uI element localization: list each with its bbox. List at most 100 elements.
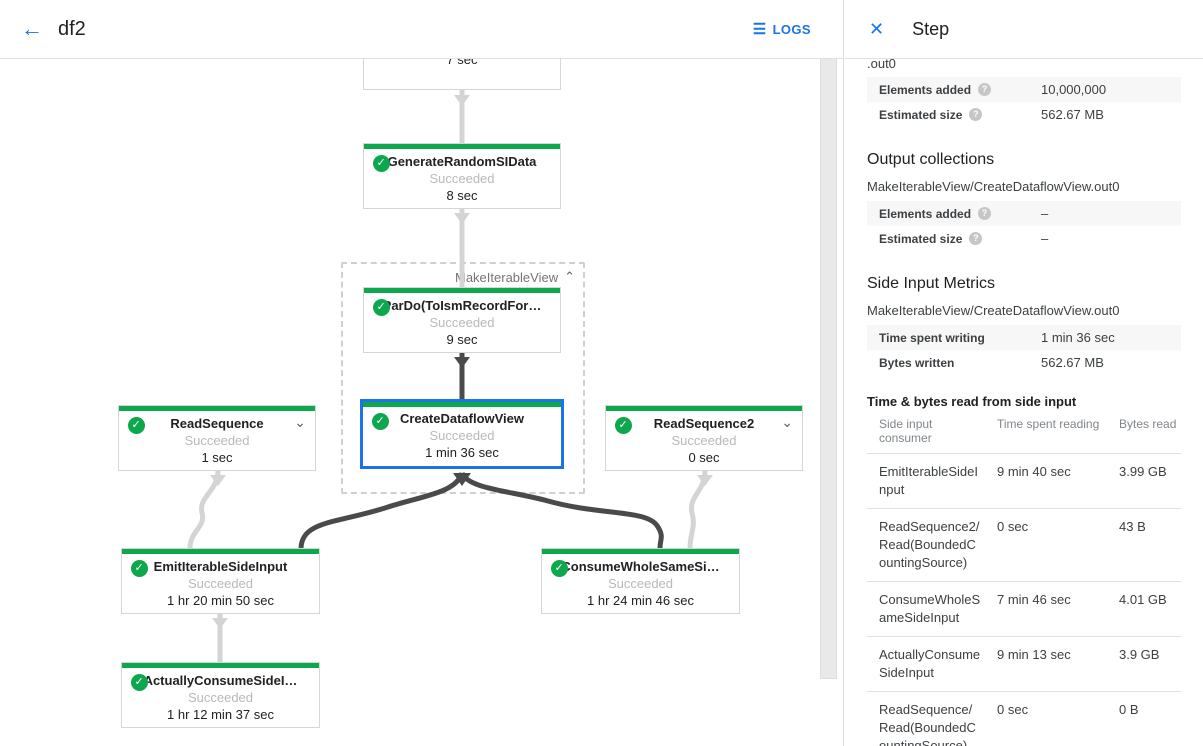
status-bar <box>364 144 560 149</box>
expand-chevron-icon[interactable] <box>781 415 793 429</box>
pipeline-edges <box>187 59 713 662</box>
logs-button[interactable]: LOGS <box>753 22 811 37</box>
output-collections-heading: Output collections <box>867 151 995 168</box>
panel-title: Step <box>912 18 950 39</box>
expand-chevron-icon[interactable] <box>294 415 306 429</box>
output-metrics-group: Elements added – Estimated size – <box>867 201 1181 251</box>
bytes-cell: 43 B <box>1107 508 1181 582</box>
edge-readsequence2-to-consume <box>687 470 708 549</box>
side-input-consumers-table: Side input consumer Time spent reading B… <box>867 413 1181 746</box>
node-title: CreateDataflowView <box>399 411 525 426</box>
node-status: Succeeded <box>429 315 495 330</box>
time-cell: 9 min 13 sec <box>985 636 1107 692</box>
success-check-icon <box>551 560 568 577</box>
edge-arrow <box>210 475 226 486</box>
graph-node-actually-consume-side-input[interactable]: ActuallyConsumeSideI… Succeeded 1 hr 12 … <box>121 662 320 728</box>
graph-node-consume-whole-same-side-input[interactable]: ConsumeWholeSameSi… Succeeded 1 hr 24 mi… <box>541 548 740 614</box>
table-row: ReadSequence2/Read(BoundedCountingSource… <box>867 508 1181 582</box>
node-duration: 1 hr 24 min 46 sec <box>587 593 694 608</box>
help-icon[interactable] <box>969 232 983 245</box>
success-check-icon <box>373 155 390 172</box>
help-icon[interactable] <box>969 108 983 121</box>
edge-readsequence-to-emit <box>187 470 221 549</box>
job-title: df2 <box>58 17 86 40</box>
logs-button-label: LOGS <box>772 21 811 37</box>
status-bar <box>364 288 560 293</box>
graph-node-partial-top[interactable]: Succeeded 7 sec <box>363 59 561 90</box>
output-collection-name: MakeIterableView/CreateDataflowView.out0 <box>867 179 1120 194</box>
bytes-cell: 3.99 GB <box>1107 453 1181 509</box>
metric-label: Estimated size <box>879 107 963 122</box>
success-check-icon <box>372 413 389 430</box>
graph-node-emit-iterable-side-input[interactable]: EmitIterableSideInput Succeeded 1 hr 20 … <box>121 548 320 614</box>
vertical-scrollbar-thumb[interactable] <box>820 53 837 679</box>
node-duration: 1 hr 20 min 50 sec <box>167 593 274 608</box>
consumer-cell: ConsumeWholeSameSideInput <box>867 581 985 637</box>
side-input-metrics-heading: Side Input Metrics <box>867 275 996 292</box>
column-header: Time spent reading <box>985 413 1107 454</box>
node-title: ConsumeWholeSameSi… <box>561 559 720 574</box>
table-row: ActuallyConsumeSideInput 9 min 13 sec 3.… <box>867 636 1181 692</box>
pipeline-graph-canvas[interactable]: MakeIterableView <box>0 59 844 746</box>
graph-node-create-dataflow-view-selected[interactable]: CreateDataflowView Succeeded 1 min 36 se… <box>360 399 564 469</box>
help-icon[interactable] <box>978 207 992 220</box>
node-duration: 9 sec <box>446 332 478 347</box>
node-title: ParDo(ToIsmRecordFor… <box>382 298 542 313</box>
time-cell: 0 sec <box>985 691 1107 746</box>
metric-row: Estimated size – <box>867 226 1181 251</box>
status-bar <box>363 402 561 407</box>
consumer-cell: ReadSequence2/Read(BoundedCountingSource… <box>867 508 985 582</box>
status-bar <box>606 406 802 411</box>
success-check-icon <box>131 674 148 691</box>
metric-value: 1 min 36 sec <box>1041 330 1115 345</box>
metric-value: – <box>1041 206 1049 221</box>
edge-arrow <box>454 213 470 224</box>
graph-node-pardo-to-ism-record[interactable]: ParDo(ToIsmRecordFor… Succeeded 9 sec <box>363 287 561 353</box>
node-duration: 7 sec <box>446 59 478 67</box>
node-title: ReadSequence <box>170 416 264 431</box>
clipped-collection-name: .out0 <box>867 59 896 71</box>
status-bar <box>122 663 319 668</box>
table-row: ConsumeWholeSameSideInput 7 min 46 sec 4… <box>867 581 1181 637</box>
column-header: Side input consumer <box>867 413 985 454</box>
node-title: EmitIterableSideInput <box>153 559 288 574</box>
node-status: Succeeded <box>187 690 254 705</box>
group-header[interactable]: MakeIterableView <box>455 269 575 285</box>
bytes-cell: 4.01 GB <box>1107 581 1181 637</box>
node-duration: 1 min 36 sec <box>425 445 499 460</box>
logs-list-icon <box>753 22 767 37</box>
metric-label: Time spent writing <box>879 330 985 345</box>
edge-createview-to-consume <box>459 471 664 549</box>
node-title: ReadSequence2 <box>653 416 755 431</box>
success-check-icon <box>128 417 145 434</box>
edge-arrow <box>212 618 228 629</box>
node-duration: 1 sec <box>201 450 233 465</box>
table-header-row: Side input consumer Time spent reading B… <box>867 413 1181 454</box>
time-cell: 7 min 46 sec <box>985 581 1107 637</box>
edge-arrow <box>697 475 713 486</box>
side-input-metrics-group: Time spent writing 1 min 36 sec Bytes wr… <box>867 325 1181 375</box>
metric-label: Estimated size <box>879 231 963 246</box>
graph-node-read-sequence[interactable]: ReadSequence Succeeded 1 sec <box>118 405 316 471</box>
help-icon[interactable] <box>978 83 992 96</box>
node-duration: 0 sec <box>688 450 720 465</box>
panel-header: Step <box>845 0 1203 59</box>
metric-value: 562.67 MB <box>1041 107 1104 122</box>
success-check-icon <box>615 417 632 434</box>
metric-value: 562.67 MB <box>1041 355 1104 370</box>
table-row: EmitIterableSideInput 9 min 40 sec 3.99 … <box>867 453 1181 509</box>
status-bar <box>119 406 315 411</box>
table-row: ReadSequence/Read(BoundedCountingSource)… <box>867 691 1181 746</box>
group-label: MakeIterableView <box>455 269 559 285</box>
edge-arrow <box>454 95 470 106</box>
node-duration: 8 sec <box>446 188 478 203</box>
graph-node-generate-random-si-data[interactable]: GenerateRandomSIData Succeeded 8 sec <box>363 143 561 209</box>
close-icon[interactable] <box>869 19 884 40</box>
back-arrow-icon[interactable] <box>18 15 46 43</box>
metric-label: Elements added <box>879 206 972 221</box>
success-check-icon <box>131 560 148 577</box>
consumer-cell: EmitIterableSideInput <box>867 453 985 509</box>
graph-node-read-sequence2[interactable]: ReadSequence2 Succeeded 0 sec <box>605 405 803 471</box>
node-title: ActuallyConsumeSideI… <box>143 673 298 688</box>
metric-row: Bytes written 562.67 MB <box>867 350 1181 375</box>
